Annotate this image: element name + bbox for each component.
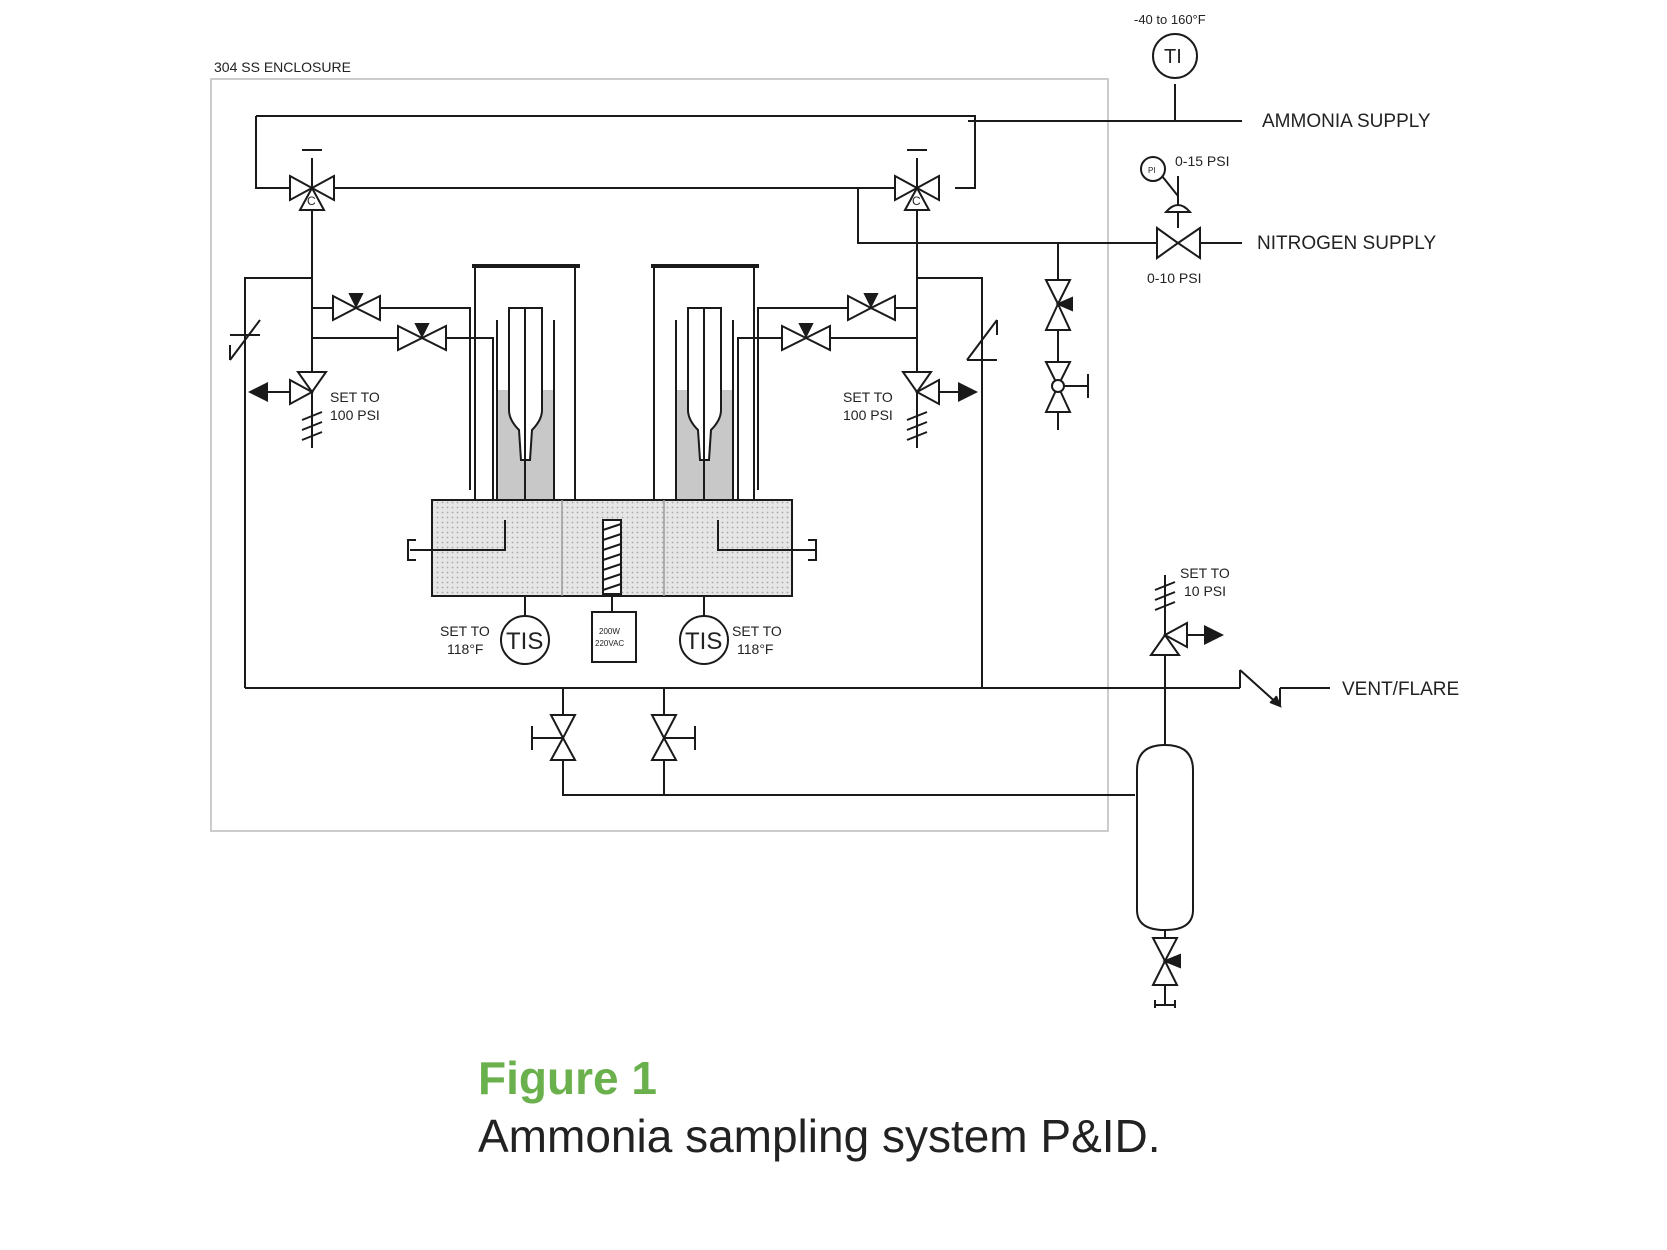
needle-valve-right-lower	[781, 323, 831, 352]
enclosure-boundary	[210, 78, 1109, 832]
ti-range-label: -40 to 160°F	[1134, 12, 1206, 27]
tis-left-label-2: 118°F	[447, 641, 483, 657]
tis-right-tag: TIS	[685, 628, 722, 655]
regulator-range-label: 0-10 PSI	[1147, 270, 1201, 286]
figure-caption: Figure 1 Ammonia sampling system P&ID.	[478, 1050, 1161, 1166]
sample-cylinder-left	[472, 264, 580, 640]
tis-right: TIS	[679, 615, 729, 665]
tis-right-label-1: SET TO	[732, 623, 782, 639]
needle-valve-left-lower	[397, 323, 447, 352]
tis-left-tag: TIS	[506, 628, 543, 655]
check-valve-left	[229, 319, 261, 361]
relief-left-label-1: SET TO	[330, 389, 380, 405]
heater-label-2: 220VAC	[595, 639, 624, 648]
nitrogen-needle-valve	[1044, 279, 1073, 331]
relief-right-label-2: 100 PSI	[843, 407, 893, 423]
nitrogen-supply-label: NITROGEN SUPPLY	[1257, 233, 1436, 254]
nitrogen-ball-valve	[1044, 361, 1089, 413]
needle-valve-left-upper	[332, 293, 381, 322]
ti-tag: TI	[1164, 46, 1182, 68]
piping	[244, 84, 1330, 1005]
tis-left: TIS	[500, 615, 550, 665]
pi-range-label: 0-15 PSI	[1175, 153, 1229, 169]
figure-label: Figure 1	[478, 1052, 657, 1104]
relief-left-label-2: 100 PSI	[330, 407, 380, 423]
heater-label-1: 200W	[599, 627, 620, 636]
temperature-indicator: TI	[1152, 33, 1198, 79]
three-way-valve-right	[894, 149, 940, 211]
needle-valve-right-upper	[847, 293, 896, 322]
vent-check-valve	[1239, 669, 1300, 708]
tis-left-label-1: SET TO	[440, 623, 490, 639]
knockout-vessel	[1136, 743, 1194, 932]
pressure-indicator: PI	[1140, 156, 1179, 197]
nitrogen-regulator	[1156, 204, 1201, 260]
relief-right-label-1: SET TO	[843, 389, 893, 405]
relief-vent-label-2: 10 PSI	[1184, 583, 1226, 599]
drain-valve-left	[531, 714, 577, 761]
pi-tag: PI	[1148, 166, 1156, 175]
pid-diagram: 304 SS ENCLOSURE	[210, 12, 1459, 1008]
enclosure-label: 304 SS ENCLOSURE	[214, 59, 351, 75]
sample-cylinder-right	[651, 264, 759, 640]
tis-right-label-2: 118°F	[737, 641, 773, 657]
relief-valve-right	[901, 371, 978, 448]
check-valve-right	[966, 319, 998, 361]
ammonia-supply-label: AMMONIA SUPPLY	[1262, 111, 1431, 132]
relief-vent-label-1: SET TO	[1180, 565, 1230, 581]
valve-c-label-right: C	[912, 194, 921, 208]
heater-block	[407, 499, 817, 663]
figure-title: Ammonia sampling system P&ID.	[478, 1110, 1161, 1162]
vent-flare-label: VENT/FLARE	[1342, 679, 1459, 700]
vessel-drain-valve	[1151, 937, 1181, 1008]
three-way-valve-left	[289, 149, 335, 211]
relief-valve-left	[248, 371, 328, 448]
valve-c-label-left: C	[307, 194, 316, 208]
drain-valve-right	[650, 714, 696, 761]
relief-valve-vent	[1149, 575, 1224, 656]
